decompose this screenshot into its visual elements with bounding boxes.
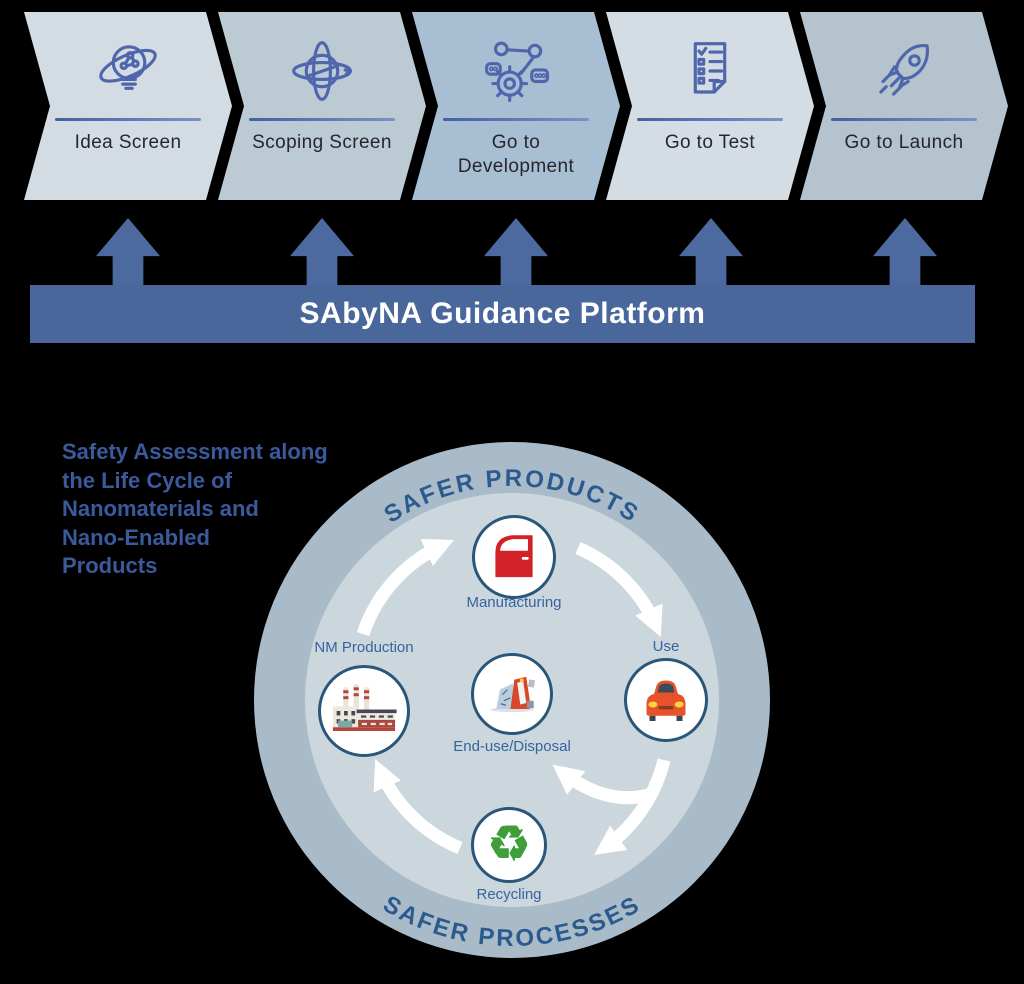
launch-rocket-icon bbox=[862, 28, 946, 114]
up-arrow bbox=[679, 218, 743, 286]
factory-icon bbox=[332, 684, 397, 731]
heading-line: Nano-Enabled bbox=[62, 524, 210, 550]
up-arrow bbox=[484, 218, 548, 286]
idea-lightbulb-icon bbox=[86, 28, 170, 114]
stage-label: Go to Test bbox=[664, 132, 756, 153]
stage-chevron-go-to-test: Go to Test bbox=[606, 12, 814, 200]
recycle-icon: ♻ bbox=[487, 818, 531, 871]
heading-line: Products bbox=[62, 553, 158, 578]
car-door-icon bbox=[495, 535, 533, 578]
divider-line bbox=[55, 118, 201, 121]
up-arrow bbox=[96, 218, 160, 286]
scoping-gyroscope-icon bbox=[280, 28, 364, 114]
node-manufacturing bbox=[472, 515, 556, 599]
divider-line bbox=[249, 118, 395, 121]
node-use bbox=[624, 658, 708, 742]
stage-chevron-go-to-launch: Go to Launch bbox=[800, 12, 1008, 200]
up-arrow bbox=[290, 218, 354, 286]
divider-line bbox=[831, 118, 977, 121]
car-front-icon bbox=[646, 680, 686, 721]
stage-label: Scoping Screen bbox=[252, 132, 392, 153]
guidance-platform-banner: SAbyNA Guidance Platform bbox=[30, 285, 975, 343]
divider-line bbox=[443, 118, 589, 121]
node-nm-production bbox=[318, 665, 410, 757]
stage-chevron-go-to-development: Go to Development bbox=[412, 12, 620, 200]
wrecked-car-icon bbox=[490, 676, 535, 712]
node-label-recycling: Recycling bbox=[476, 886, 542, 903]
divider-line bbox=[637, 118, 783, 121]
up-arrow bbox=[873, 218, 937, 286]
node-enduse-disposal bbox=[471, 653, 553, 735]
stage-label: Go to Launch bbox=[844, 132, 964, 153]
node-label-nm-production: NM Production bbox=[314, 639, 414, 656]
stage-label: Go to Development bbox=[457, 132, 575, 177]
node-label-use: Use bbox=[652, 638, 680, 655]
node-label-enduse-disposal: End-use/Disposal bbox=[453, 738, 571, 755]
lifecycle-heading: Safety Assessment along the Life Cycle o… bbox=[62, 438, 372, 581]
node-label-manufacturing: Manufacturing bbox=[466, 594, 562, 611]
test-checklist-icon bbox=[668, 28, 752, 114]
stage-chevron-scoping-screen: Scoping Screen bbox=[218, 12, 426, 200]
heading-line: the Life Cycle of bbox=[62, 467, 232, 493]
stage-chevron-idea-screen: Idea Screen bbox=[24, 12, 232, 200]
development-gear-icon bbox=[474, 28, 558, 114]
node-recycling: ♻ bbox=[471, 807, 547, 883]
stage-label: Idea Screen bbox=[74, 132, 182, 153]
banner-title: SAbyNA Guidance Platform bbox=[299, 297, 706, 330]
heading-line: Nanomaterials and bbox=[62, 496, 259, 521]
heading-line: Safety Assessment along bbox=[62, 439, 328, 464]
